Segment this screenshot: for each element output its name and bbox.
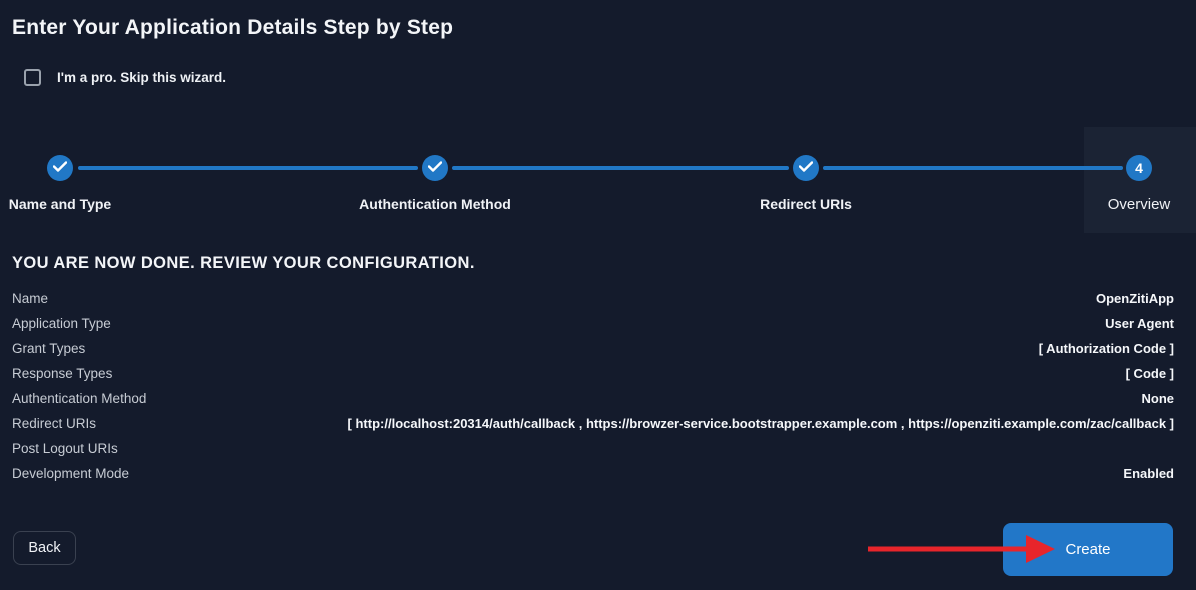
review-row-redirect-uris: Redirect URIs [ http://localhost:20314/a… [0, 411, 1196, 436]
wizard-stepper: 4 Name and Type Authentication Method Re… [0, 0, 1196, 240]
review-row-value: [ Authorization Code ] [1038, 341, 1174, 356]
back-button[interactable]: Back [13, 531, 76, 565]
skip-wizard-checkbox[interactable] [24, 69, 41, 86]
review-list: Name OpenZitiApp Application Type User A… [0, 286, 1196, 486]
review-row-name: Name OpenZitiApp [0, 286, 1196, 311]
review-row-label: Name [12, 291, 49, 306]
review-row-label: Post Logout URIs [12, 441, 118, 456]
create-button[interactable]: Create [1003, 523, 1173, 576]
review-row-application-type: Application Type User Agent [0, 311, 1196, 336]
step-number: 4 [1135, 160, 1143, 176]
step-connector [78, 166, 418, 170]
step-label-overview: Overview [1107, 196, 1171, 213]
skip-wizard-label: I'm a pro. Skip this wizard. [57, 70, 226, 85]
page-title: Enter Your Application Details Step by S… [12, 16, 454, 39]
step-connector [452, 166, 789, 170]
check-icon [798, 159, 814, 177]
review-row-value: [ http://localhost:20314/auth/callback ,… [347, 416, 1174, 431]
review-row-value: OpenZitiApp [1096, 291, 1174, 306]
review-row-post-logout-uris: Post Logout URIs [0, 436, 1196, 461]
check-icon [52, 159, 68, 177]
step-label-redirect-uris: Redirect URIs [760, 196, 852, 212]
review-row-development-mode: Development Mode Enabled [0, 461, 1196, 486]
review-row-value: Enabled [1123, 466, 1174, 481]
review-row-label: Response Types [12, 366, 113, 381]
step-label-authentication-method: Authentication Method [359, 196, 511, 212]
check-icon [427, 159, 443, 177]
step-1-indicator[interactable] [47, 155, 73, 181]
skip-wizard-row: I'm a pro. Skip this wizard. [24, 69, 226, 86]
review-row-value: [ Code ] [1125, 366, 1174, 381]
step-4-indicator[interactable]: 4 [1126, 155, 1152, 181]
step-connector [823, 166, 1123, 170]
review-row-label: Grant Types [12, 341, 86, 356]
step-2-indicator[interactable] [422, 155, 448, 181]
review-row-grant-types: Grant Types [ Authorization Code ] [0, 336, 1196, 361]
step-label-name-and-type: Name and Type [8, 196, 112, 212]
review-row-label: Application Type [12, 316, 111, 331]
review-row-value: User Agent [1105, 316, 1174, 331]
review-row-label: Redirect URIs [12, 416, 97, 431]
step-3-indicator[interactable] [793, 155, 819, 181]
review-row-value: None [1141, 391, 1175, 406]
review-row-label: Authentication Method [12, 391, 147, 406]
review-heading: YOU ARE NOW DONE. REVIEW YOUR CONFIGURAT… [12, 254, 475, 272]
review-row-response-types: Response Types [ Code ] [0, 361, 1196, 386]
review-row-authentication-method: Authentication Method None [0, 386, 1196, 411]
review-row-label: Development Mode [12, 466, 130, 481]
